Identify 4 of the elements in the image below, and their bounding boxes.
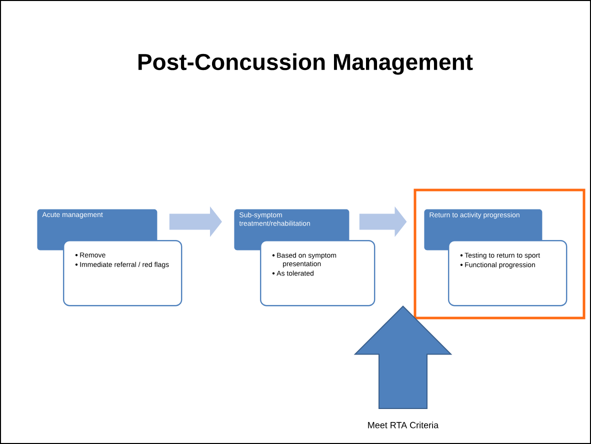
- title: Post-Concussion Management: [138, 53, 473, 75]
- block-arrow: [354, 306, 452, 409]
- highlight-frame: [414, 188, 586, 320]
- caption: Meet RTA Criteria: [368, 422, 439, 428]
